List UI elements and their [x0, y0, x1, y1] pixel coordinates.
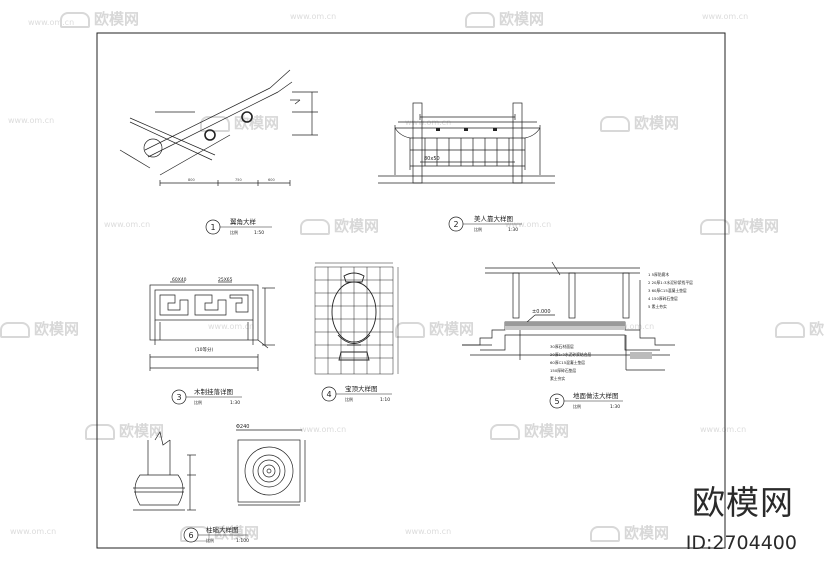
detail-callout-4: 4 宝顶大样图 比例 1:10 [321, 384, 392, 403]
note-line: 4 150厚碎石垫层 [648, 296, 678, 301]
watermark-url: www.om.cn [608, 322, 655, 331]
callout-title: 翼角大样 [230, 217, 257, 226]
watermark-logo: 欧模网 [0, 318, 79, 339]
watermark-url: www.om.cn [104, 220, 151, 229]
watermark-logo: 欧模网 [775, 318, 824, 339]
callout-title: 木制挂落详图 [194, 387, 233, 396]
detail-3-label-left: 60X40 [172, 277, 187, 283]
detail-callout-3: 3 木制挂落详图 比例 1:30 [171, 387, 242, 406]
detail-4-finial [331, 272, 377, 361]
callout-scale-label: 比例 [206, 537, 214, 543]
callout-scale: 1:30 [508, 227, 518, 233]
callout-title: 宝顶大样图 [345, 384, 378, 393]
watermark-url: www.om.cn [10, 527, 57, 536]
callout-number: 2 [453, 220, 458, 229]
callout-scale-label: 比例 [345, 396, 353, 402]
watermark-logo: 欧模网 [490, 420, 569, 441]
detail-callout-1: 1 翼角大样 比例 1:50 [205, 217, 272, 236]
watermark-url: www.om.cn [405, 118, 452, 127]
brand-name: 欧模网 [692, 483, 794, 522]
callout-title: 柱础大样图 [206, 525, 239, 534]
callout-scale-label: 比例 [194, 399, 202, 405]
note-line: 1 5厚防腐木 [648, 272, 669, 277]
watermark-logo: 欧模网 [600, 112, 679, 133]
detail-5-elevation: ±0.000 [532, 309, 551, 315]
watermark-logo: 欧模网 [465, 8, 544, 29]
callout-scale: 1:10 [380, 397, 390, 403]
callout-number: 1 [210, 223, 215, 232]
callout-number: 4 [326, 390, 331, 399]
dim-text: 600 [268, 178, 275, 182]
watermark-url: www.om.cn [700, 425, 747, 434]
note-line: 素土夯实 [550, 376, 565, 381]
watermark-logo: 欧模网 [60, 8, 139, 29]
note-line: 150厚碎石垫层 [550, 368, 576, 373]
note-line: 2 20厚1:3水泥砂浆找平层 [648, 280, 693, 285]
callout-number: 6 [188, 531, 193, 540]
detail-2-section-label: 80x50 [424, 156, 440, 162]
watermark-url: www.om.cn [8, 116, 55, 125]
callout-scale: 1:30 [230, 400, 240, 406]
detail-callout-6: 6 柱础大样图 比例 1:100 [183, 525, 249, 544]
detail-5-hatch [505, 322, 652, 359]
detail-3-label-bottom: (10等分) [195, 346, 213, 353]
detail-6-diameter: Φ240 [236, 424, 249, 430]
callout-number: 5 [554, 397, 559, 406]
watermark-url: www.om.cn [208, 322, 255, 331]
callout-scale: 1:100 [236, 538, 249, 544]
detail-2-drawing [378, 102, 555, 184]
detail-5-drawing [462, 261, 675, 371]
note-line: 30厚石材面层 [550, 344, 574, 349]
watermark-logo: 欧模网 [200, 112, 279, 133]
watermark-logo: 欧模网 [395, 318, 474, 339]
detail-3-label-right: 25X65 [218, 277, 233, 283]
detail-callout-5: 5 地面做法大样图 比例 1:30 [549, 391, 623, 410]
detail-6-drawing [133, 429, 306, 511]
watermark-url: www.om.cn [290, 12, 337, 21]
detail-3-drawing [149, 281, 275, 371]
dim-text: 750 [235, 178, 242, 182]
detail-5-notes-right: 1 5厚防腐木 2 20厚1:3水泥砂浆找平层 3 60厚C15混凝土垫层 4 … [648, 272, 693, 309]
watermark-url: www.om.cn [702, 12, 749, 21]
watermark-logo: 欧模网 [590, 522, 669, 543]
watermark-logo: 欧模网 [700, 215, 779, 236]
detail-2-marks [436, 128, 497, 131]
dim-text: 800 [188, 178, 195, 182]
watermark-logo: 欧模网 [85, 420, 164, 441]
callout-scale: 1:50 [254, 230, 264, 236]
detail-5-notes-left: 30厚石材面层 20厚1:3水泥砂浆结合层 60厚C15混凝土垫层 150厚碎石… [550, 344, 592, 381]
detail-1-drawing [119, 69, 318, 186]
callout-title: 地面做法大样图 [573, 391, 619, 400]
callout-scale-label: 比例 [230, 229, 238, 235]
note-line: 60厚C15混凝土垫层 [550, 360, 585, 365]
drawing-frame [96, 32, 726, 549]
watermark-logo: 欧模网 [300, 215, 379, 236]
detail-callout-2: 2 美人靠大样图 比例 1:30 [448, 214, 522, 233]
note-line: 3 60厚C15混凝土垫层 [648, 288, 687, 293]
note-line: 20厚1:3水泥砂浆结合层 [550, 352, 592, 357]
watermark-url: www.om.cn [28, 18, 75, 27]
callout-title: 美人靠大样图 [474, 214, 513, 223]
watermark-url: www.om.cn [300, 425, 347, 434]
callout-scale: 1:30 [610, 404, 620, 410]
watermark-url: www.om.cn [505, 220, 552, 229]
detail-4-drawing [314, 262, 399, 375]
brand-id: ID:2704400 [685, 532, 797, 554]
callout-scale-label: 比例 [474, 226, 482, 232]
watermark-url: www.om.cn [405, 527, 452, 536]
note-line: 5 素土夯实 [648, 304, 667, 309]
callout-number: 3 [176, 393, 181, 402]
callout-scale-label: 比例 [573, 403, 581, 409]
